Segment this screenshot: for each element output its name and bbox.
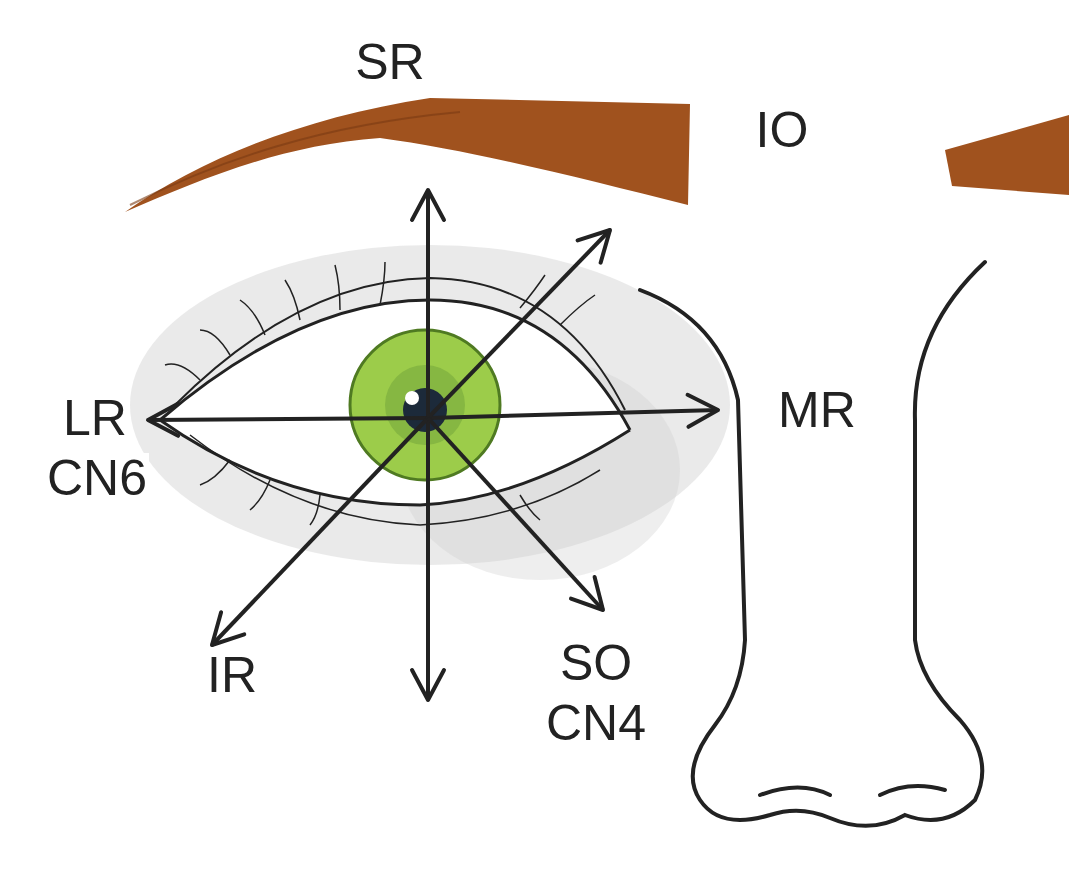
muscle-label: SO [558, 638, 634, 688]
eyelashes [165, 262, 595, 525]
muscle-label: LR [61, 393, 129, 443]
muscle-label: IO [754, 105, 811, 155]
upper-lid [160, 300, 630, 430]
muscle-label: CN6 [45, 453, 149, 503]
iris [350, 330, 500, 480]
eyebrow [945, 115, 1069, 195]
muscle-label: MR [776, 385, 858, 435]
muscle-label: IR [205, 650, 259, 700]
muscle-label: SR [353, 37, 426, 87]
eyebrow [125, 98, 690, 212]
lid-crease [175, 278, 625, 410]
eye-white [160, 300, 630, 505]
muscle-label: CN4 [544, 698, 648, 748]
nose-outline [640, 262, 985, 826]
pupil [403, 388, 447, 432]
movement-arrow [148, 190, 718, 700]
